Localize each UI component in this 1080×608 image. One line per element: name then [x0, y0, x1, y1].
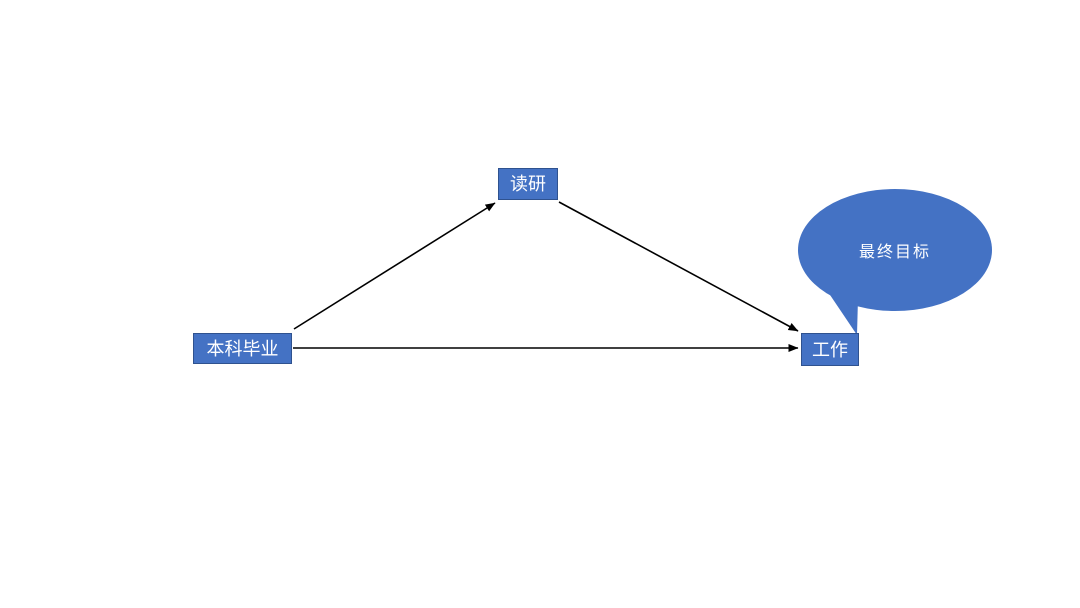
- arrow-gradschool-to-work[interactable]: [558, 201, 799, 332]
- node-work[interactable]: 工作: [801, 333, 859, 366]
- callout-bubble-shape[interactable]: [798, 189, 992, 335]
- node-work-label: 工作: [812, 339, 848, 360]
- node-grad-school-label: 读研: [510, 174, 546, 194]
- node-undergrad-graduation-label: 本科毕业: [206, 338, 279, 359]
- callout-ellipse: [798, 189, 992, 311]
- node-grad-school[interactable]: 读研: [498, 168, 558, 200]
- arrow-undergrad-to-gradschool[interactable]: [293, 202, 496, 330]
- node-undergrad-graduation[interactable]: 本科毕业: [193, 333, 292, 364]
